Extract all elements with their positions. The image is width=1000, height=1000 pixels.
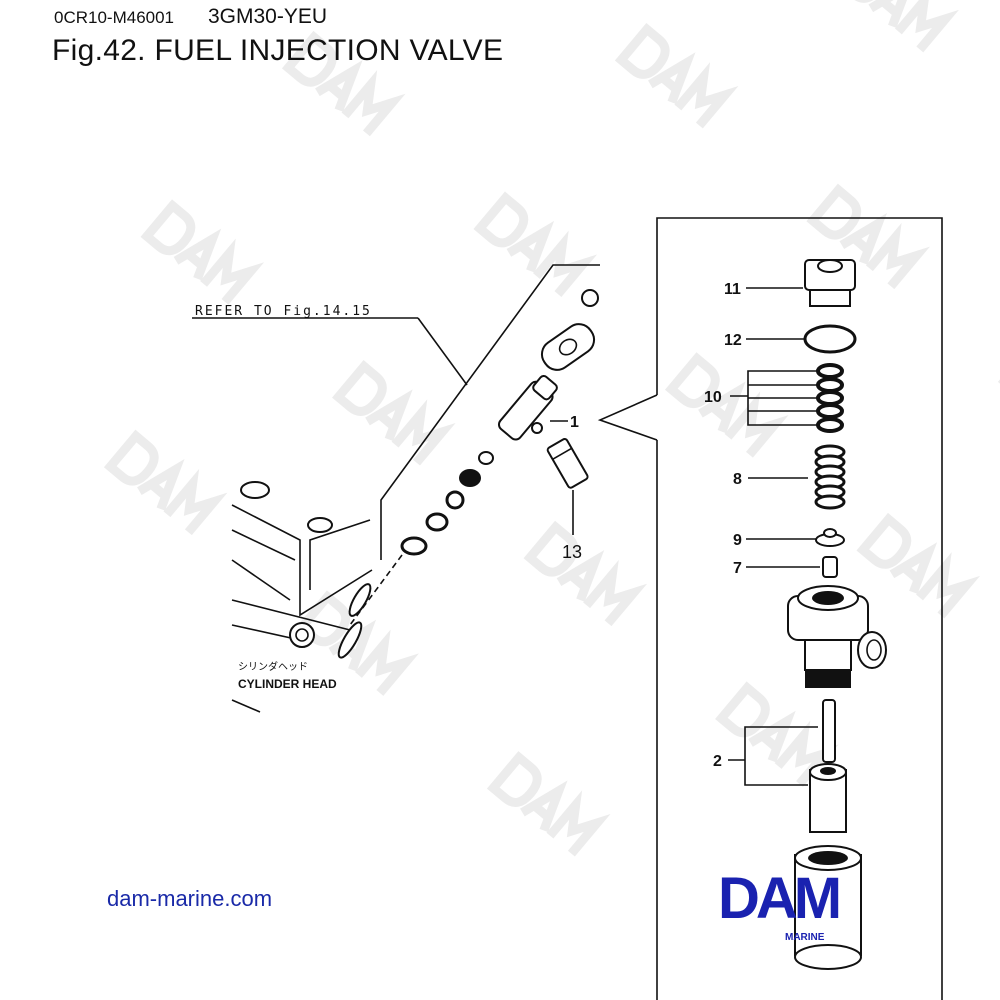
nozzle-holder-body (787, 585, 887, 688)
part-12-gasket (803, 324, 857, 354)
callouts: 1 13 11 12 10 8 9 7 2 (550, 281, 820, 786)
watermark (493, 757, 597, 853)
watermark (863, 519, 967, 615)
part-2-nozzle (809, 699, 847, 833)
watermark-layer (18, 0, 1000, 937)
callout-9: 9 (733, 532, 742, 549)
part-9-spring-seat (815, 528, 845, 547)
watermark (621, 29, 725, 125)
cylinder-head-label-jp: シリンダヘッド (238, 660, 308, 673)
watermark (480, 198, 584, 294)
injector-exploded-view (787, 259, 887, 970)
nut (581, 289, 599, 307)
reference-note: REFER TO Fig.14.15 (192, 264, 600, 560)
o-ring (400, 536, 428, 556)
part-10-shims (816, 363, 844, 433)
bolt-head (289, 622, 315, 648)
watermark (671, 359, 775, 455)
part-8-spring (814, 444, 846, 510)
exploded-assembly (349, 289, 599, 626)
document-code: 0CR10-M46001 (54, 8, 175, 27)
part-7-pin (822, 556, 838, 578)
watermark (338, 366, 442, 462)
injector-body (497, 374, 558, 441)
flange-plate (540, 323, 596, 371)
reference-note-text: REFER TO Fig.14.15 (195, 304, 372, 319)
callout-13: 13 (562, 542, 582, 562)
dam-marine-logo: DAM MARINE (718, 866, 843, 943)
cylinder-head-label: CYLINDER HEAD (238, 677, 337, 691)
engine-model: 3GM30-YEU (208, 5, 328, 28)
seal-washer (459, 469, 481, 487)
part-11-nozzle-holder-cap (804, 259, 856, 307)
callout-11: 11 (724, 281, 741, 298)
callout-1: 1 (570, 414, 579, 431)
detail-box (597, 217, 943, 1000)
callout-8: 8 (733, 471, 742, 488)
plug-13 (546, 438, 589, 489)
page-title: Fig.42. FUEL INJECTION VALVE (52, 34, 504, 67)
logo-subtext: MARINE (785, 932, 825, 943)
cylinder-head-sketch: シリンダヘッド CYLINDER HEAD (231, 481, 373, 713)
retaining-nut (794, 845, 862, 970)
watermark (842, 0, 946, 49)
watermark (147, 206, 251, 302)
logo-text: DAM (718, 866, 839, 931)
watermark (110, 436, 214, 532)
callout-12: 12 (724, 332, 742, 349)
callout-10: 10 (704, 389, 722, 406)
callout-2: 2 (713, 753, 722, 770)
callout-7: 7 (733, 560, 742, 577)
website-link[interactable]: dam-marine.com (107, 886, 273, 911)
